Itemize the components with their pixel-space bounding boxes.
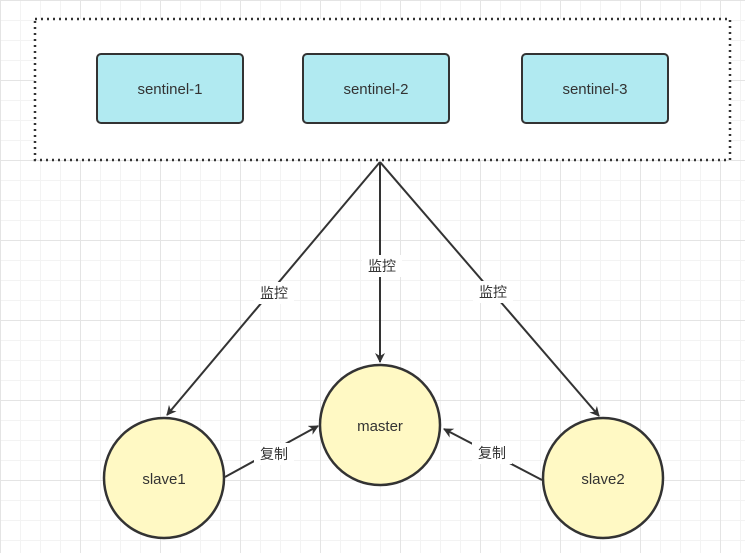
monitor-label-master: 监控 xyxy=(368,259,396,275)
slave2-label: slave2 xyxy=(581,471,624,488)
replicate-label-slave2: 复制 xyxy=(478,445,506,462)
sentinel-1-node[interactable]: sentinel-1 xyxy=(96,53,244,124)
monitor-label-slave2: 监控 xyxy=(479,285,507,301)
monitor-label-slave1: 监控 xyxy=(260,286,288,302)
monitor-edge-slave1: 监控 xyxy=(166,161,381,416)
replicate-label-slave1: 复制 xyxy=(260,446,288,463)
slave2-node[interactable]: slave2 xyxy=(541,416,665,540)
sentinel-1-label: sentinel-1 xyxy=(137,81,202,98)
sentinel-2-node[interactable]: sentinel-2 xyxy=(302,53,450,124)
sentinel-3-label: sentinel-3 xyxy=(562,81,627,98)
sentinel-3-node[interactable]: sentinel-3 xyxy=(521,53,669,124)
master-label: master xyxy=(357,418,403,435)
master-node[interactable]: master xyxy=(318,363,442,487)
monitor-edge-slave2: 监控 xyxy=(379,161,600,417)
replicate-edge-slave2: 复制 xyxy=(443,428,543,481)
monitor-edge-master: 监控 xyxy=(362,162,402,363)
sentinel-2-label: sentinel-2 xyxy=(343,81,408,98)
slave1-label: slave1 xyxy=(142,471,185,488)
replicate-edge-slave1: 复制 xyxy=(224,425,319,478)
slave1-node[interactable]: slave1 xyxy=(102,416,226,540)
